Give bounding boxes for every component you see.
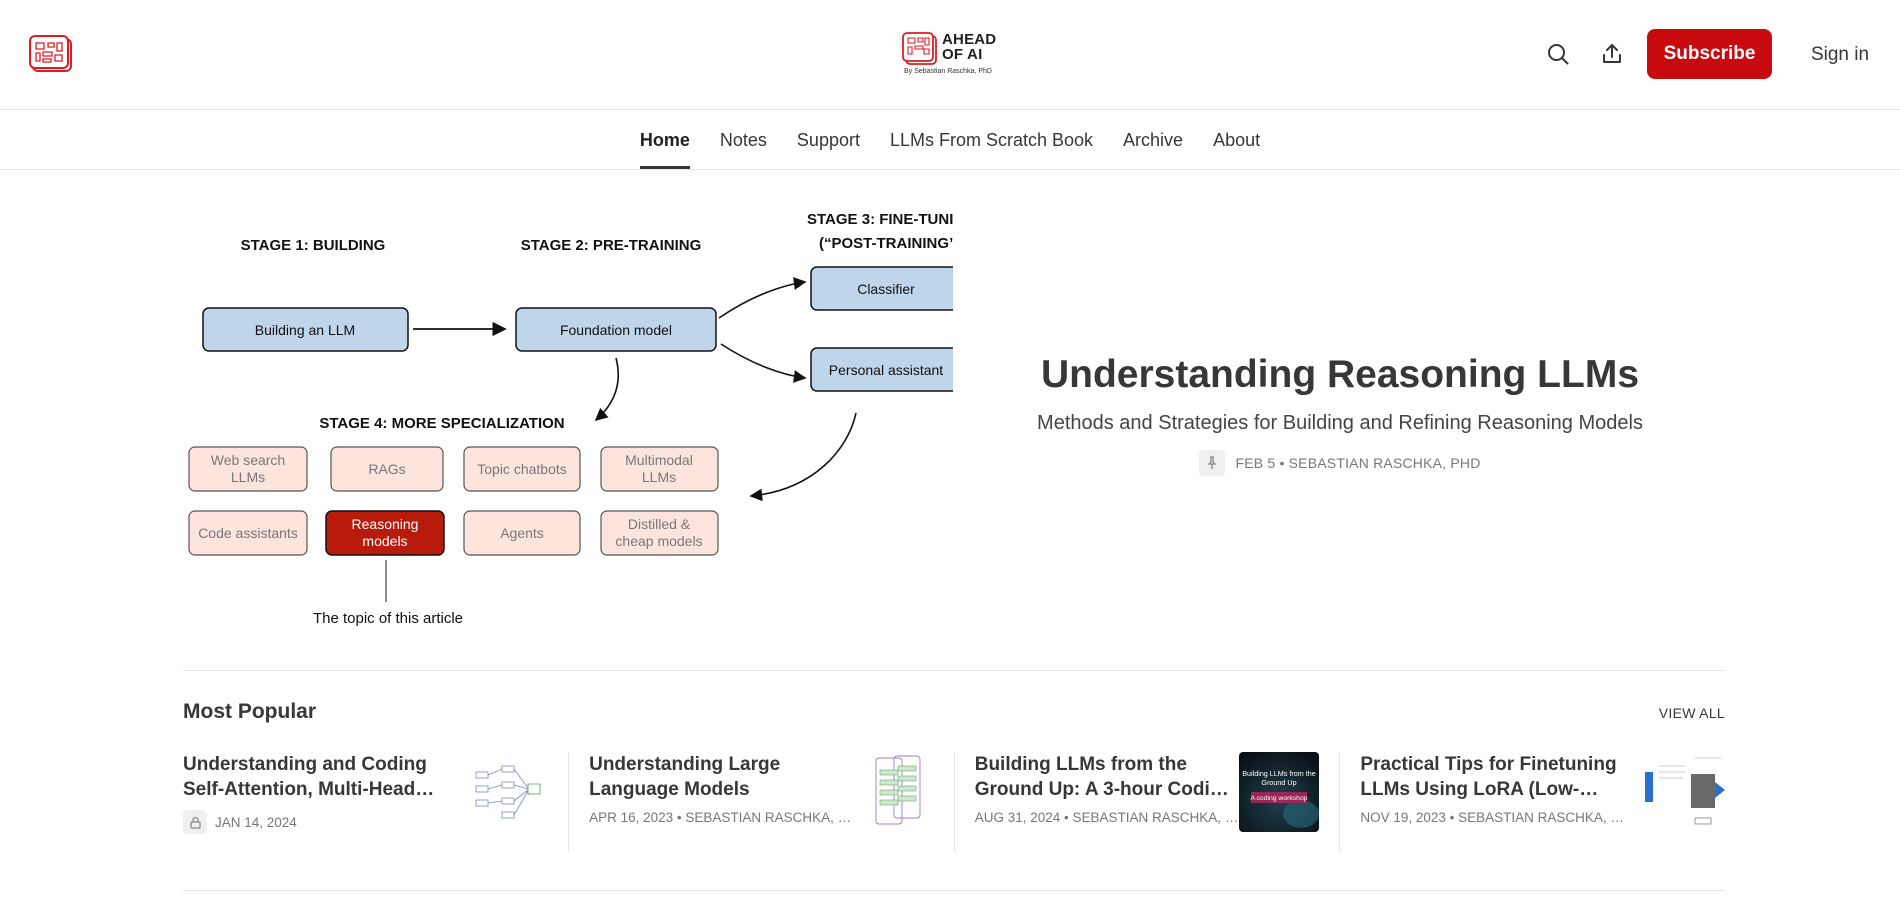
featured-post-title[interactable]: Understanding Reasoning LLMs [1040, 353, 1640, 396]
share-icon [1603, 44, 1621, 63]
popular-post-date: JAN 14, 2024 [215, 814, 297, 830]
diagram-spec-multimodal-2: LLMs [642, 469, 676, 485]
popular-post-title[interactable]: Building LLMs from the Ground Up: A 3-ho… [974, 754, 1233, 800]
diagram-spec-web-search-1: Web search [211, 452, 285, 468]
popular-post-card[interactable]: Building LLMs from the Ground Up: A 3-ho… [953, 752, 1340, 852]
diagram-box-foundation: Foundation model [560, 322, 672, 338]
publication-logo-icon[interactable] [28, 34, 74, 74]
featured-post-date-author: FEB 5 • SEBASTIAN RASCHKA, PHD [1235, 455, 1481, 471]
popular-post-card[interactable]: Practical Tips for Finetuning LLMs Using… [1339, 752, 1725, 852]
diagram-spec-reasoning-2: models [362, 533, 407, 549]
diagram-spec-topic-chatbots: Topic chatbots [477, 461, 567, 477]
section-divider-top [183, 670, 1725, 671]
nav-about[interactable]: About [1213, 130, 1261, 150]
popular-post-date-author: APR 16, 2023 • SEBASTIAN RASCHKA, PHD [589, 810, 860, 825]
diagram-stage2-label: STAGE 2: PRE-TRAINING [521, 237, 702, 254]
diagram-spec-distilled-1: Distilled & [628, 516, 691, 532]
nav-llms-from-scratch-book[interactable]: LLMs From Scratch Book [889, 130, 1094, 150]
diagram-stage3-label-1: STAGE 3: FINE-TUNIN [807, 211, 953, 228]
share-button[interactable] [1598, 40, 1626, 68]
lock-icon [183, 810, 207, 834]
diagram-caption: The topic of this article [313, 610, 463, 627]
popular-post-card[interactable]: Understanding Large Language Models APR … [568, 752, 954, 852]
subscribe-button[interactable]: Subscribe [1647, 29, 1772, 79]
popular-post-date-author: NOV 19, 2023 • SEBASTIAN RASCHKA, PHD [1360, 810, 1631, 825]
thumbnail-text-1: Building LLMs from the [1243, 769, 1317, 778]
nav-home[interactable]: Home [639, 110, 690, 169]
popular-post-title[interactable]: Understanding and Coding Self-Attention,… [183, 754, 427, 800]
svg-text:Distilled &cheap models: Distilled &cheap models [615, 516, 702, 549]
nav-archive[interactable]: Archive [1123, 130, 1184, 150]
popular-post-meta: JAN 14, 2024 [183, 810, 453, 834]
featured-post-subtitle: Methods and Strategies for Building and … [1037, 412, 1643, 434]
search-button[interactable] [1544, 40, 1572, 68]
diagram-stage1-label: STAGE 1: BUILDING [241, 237, 386, 254]
thumbnail-text-3: A coding workshop [1251, 795, 1308, 802]
featured-post-meta: FEB 5 • SEBASTIAN RASCHKA, PHD [980, 450, 1700, 476]
brand-line1: AHEAD [942, 31, 997, 48]
diagram-spec-rags: RAGs [368, 461, 405, 477]
diagram-stage4-label: STAGE 4: MORE SPECIALIZATION [319, 415, 564, 432]
popular-post-thumbnail[interactable] [853, 752, 934, 832]
featured-post-image[interactable]: STAGE 1: BUILDING STAGE 2: PRE-TRAINING … [183, 200, 953, 640]
brand-logo[interactable]: AHEAD OF AI By Sebastian Raschka, PhD [902, 30, 1012, 80]
featured-post: Understanding Reasoning LLMs Methods and… [980, 350, 1700, 476]
thumbnail-text-2: Ground Up [1262, 778, 1297, 787]
brand-line2: OF AI [942, 46, 983, 63]
brand-wordmark: AHEAD OF AI [942, 32, 996, 62]
popular-post-thumbnail[interactable] [1644, 752, 1725, 832]
diagram-box-building: Building an LLM [255, 322, 355, 338]
popular-post-card[interactable]: Understanding and Coding Self-Attention,… [183, 752, 568, 852]
sign-in-link[interactable]: Sign in [1810, 44, 1870, 65]
popular-post-meta: APR 16, 2023 • SEBASTIAN RASCHKA, PHD [589, 810, 859, 825]
diagram-spec-reasoning-1: Reasoning [352, 516, 419, 532]
diagram-box-assistant: Personal assistant [829, 362, 944, 378]
diagram-stage3-label-2: (“POST-TRAINING”) [819, 235, 953, 252]
main-nav: Home Notes Support LLMs From Scratch Boo… [0, 110, 1900, 170]
popular-posts-list: Understanding and Coding Self-Attention,… [183, 752, 1725, 852]
view-all-link[interactable]: VIEW ALL [1658, 705, 1725, 721]
popular-post-meta: NOV 19, 2023 • SEBASTIAN RASCHKA, PHD [1360, 810, 1630, 825]
popular-post-thumbnail[interactable] [468, 752, 549, 832]
popular-post-meta: AUG 31, 2024 • SEBASTIAN RASCHKA, PHD [975, 810, 1245, 825]
pin-icon [1199, 450, 1226, 476]
popular-post-title[interactable]: Understanding Large Language Models [589, 754, 781, 800]
top-bar: AHEAD OF AI By Sebastian Raschka, PhD Su… [0, 0, 1900, 110]
popular-post-date-author: AUG 31, 2024 • SEBASTIAN RASCHKA, PHD [974, 810, 1245, 825]
diagram-box-classifier: Classifier [857, 281, 915, 297]
diagram-spec-agents: Agents [500, 525, 544, 541]
section-divider-bottom [183, 890, 1725, 891]
diagram-spec-distilled-2: cheap models [615, 533, 702, 549]
diagram-spec-code-assistants: Code assistants [198, 525, 298, 541]
popular-post-title[interactable]: Practical Tips for Finetuning LLMs Using… [1360, 754, 1617, 800]
popular-post-thumbnail[interactable]: Building LLMs from the Ground Up A codin… [1239, 752, 1320, 832]
search-icon [1548, 44, 1569, 65]
nav-support[interactable]: Support [796, 130, 860, 150]
diagram-spec-web-search-2: LLMs [231, 469, 265, 485]
nav-notes[interactable]: Notes [719, 130, 767, 150]
diagram-spec-multimodal-1: Multimodal [625, 452, 693, 468]
most-popular-heading: Most Popular [183, 700, 317, 723]
brand-byline: By Sebastian Raschka, PhD [904, 68, 992, 75]
